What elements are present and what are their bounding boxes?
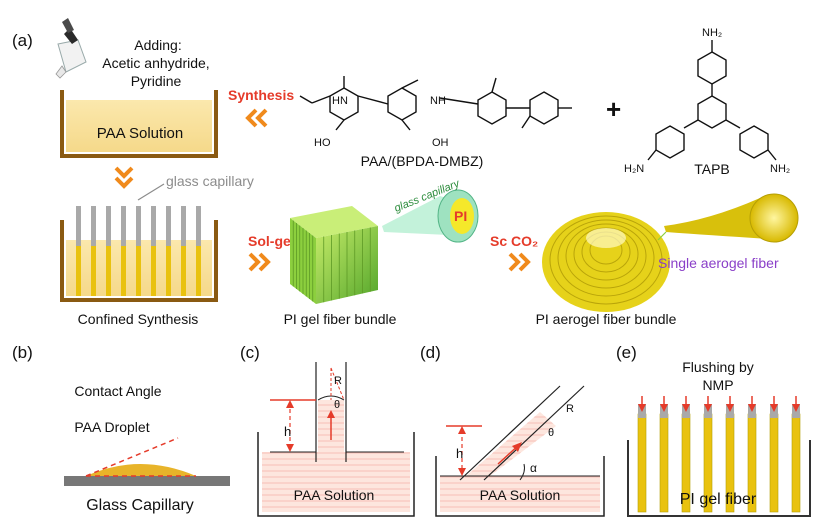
capillary-filled xyxy=(76,246,81,296)
d-h-label: h xyxy=(456,446,463,461)
h2n-label: H₂N xyxy=(624,163,644,175)
c-r-label: R xyxy=(334,375,342,387)
nh2-top-label: NH₂ xyxy=(702,27,722,39)
paa-solution-label: PAA Solution xyxy=(97,125,183,142)
c-theta-label: θ xyxy=(334,399,340,411)
panel-label-d: (d) xyxy=(420,343,441,362)
synthesis-arrow-icon xyxy=(245,108,268,128)
capillary-filled xyxy=(151,246,156,296)
hn-label: HN xyxy=(332,95,348,107)
flush-arrow-head xyxy=(792,404,800,412)
flush-arrow-head xyxy=(638,404,646,412)
dropper-bottle-icon xyxy=(55,18,87,79)
paa-structure xyxy=(299,76,572,131)
spiral-ring xyxy=(549,215,663,305)
confined-synthesis-label: Confined Synthesis xyxy=(78,311,199,327)
d-alpha-label: α xyxy=(530,461,537,475)
d-paa-solution-label: PAA Solution xyxy=(480,487,561,503)
spiral-ring xyxy=(565,223,647,289)
capillary-tube xyxy=(91,206,96,246)
flush-arrow-head xyxy=(660,404,668,412)
down-arrow-icon xyxy=(114,166,134,189)
tapb-label: TAPB xyxy=(694,161,730,177)
capillary-filled xyxy=(106,246,111,296)
sol-gel-label: Sol-gel xyxy=(248,233,295,249)
acetic-anhydride-label: Acetic anhydride, xyxy=(102,55,209,71)
capillary-tube xyxy=(136,206,141,246)
capillary-filled xyxy=(136,246,141,296)
glass-capillary-b-label: Glass Capillary xyxy=(86,497,194,514)
c-h-label: h xyxy=(284,424,291,439)
flush-arrow-head xyxy=(726,404,734,412)
capillary-filled xyxy=(166,246,171,296)
spiral-ring xyxy=(557,219,655,297)
tapb-structure xyxy=(647,40,777,161)
nmp-label: NMP xyxy=(702,377,733,393)
pi-gel-fiber-label: PI gel fiber xyxy=(680,491,757,508)
plus-sign: + xyxy=(606,94,621,124)
paa-solution-beaker xyxy=(60,90,218,158)
capillary-tube xyxy=(181,206,186,246)
adding-label: Adding: xyxy=(134,37,181,53)
confined-synthesis-beaker xyxy=(60,206,218,302)
ho-label: HO xyxy=(314,137,331,149)
capillary-tube xyxy=(76,206,81,246)
flush-arrow-head xyxy=(770,404,778,412)
sc-co2-label: Sc CO₂ xyxy=(490,233,538,249)
pi-gel-fiber-bundle xyxy=(290,206,378,304)
paa-droplet-label: PAA Droplet xyxy=(74,419,149,435)
contact-angle-label: Contact Angle xyxy=(74,383,161,399)
capillary-tube xyxy=(166,206,171,246)
flushing-diagram xyxy=(627,396,811,517)
panel-label-b: (b) xyxy=(12,343,33,362)
capillary-pointer xyxy=(137,183,165,201)
panel-label-a: (a) xyxy=(12,31,33,50)
pyridine-label: Pyridine xyxy=(131,73,182,89)
flushing-label: Flushing by xyxy=(682,359,754,375)
flush-arrow-head xyxy=(748,404,756,412)
gel-fiber-tube xyxy=(791,413,801,513)
vertical-capillary-diagram xyxy=(257,362,415,517)
single-aerogel-fiber xyxy=(657,193,799,243)
gel-bundle-label: PI gel fiber bundle xyxy=(284,311,397,327)
panel-label-e: (e) xyxy=(616,343,637,362)
gel-fiber-tube xyxy=(659,413,669,513)
nh2-right-label: NH₂ xyxy=(770,163,790,175)
synthesis-label: Synthesis xyxy=(228,87,294,103)
glass-capillary-label: glass capillary xyxy=(166,173,254,189)
capillary-tube xyxy=(121,206,126,246)
capillary-filled xyxy=(181,246,186,296)
capillary-filled xyxy=(91,246,96,296)
sol-gel-arrow-icon xyxy=(248,252,271,272)
capillary-filled xyxy=(196,246,201,296)
pi-aerogel-fiber-bundle xyxy=(542,212,670,312)
pi-label: PI xyxy=(454,208,467,224)
flush-arrow-head xyxy=(682,404,690,412)
flush-arrow-head xyxy=(704,404,712,412)
panel-label-c: (c) xyxy=(240,343,260,362)
aerogel-bundle-label: PI aerogel fiber bundle xyxy=(536,311,677,327)
oh-label: OH xyxy=(432,137,449,149)
paa-formula-label: PAA/(BPDA-DMBZ) xyxy=(361,153,484,169)
single-fiber-label: Single aerogel fiber xyxy=(658,255,779,271)
capillary-tube xyxy=(196,206,201,246)
nh-label: NH xyxy=(430,95,446,107)
gel-fiber-tube xyxy=(769,413,779,513)
capillary-tube xyxy=(151,206,156,246)
capillary-filled xyxy=(121,246,126,296)
d-theta-label: θ xyxy=(548,427,554,439)
sc-co2-arrow-icon xyxy=(508,252,531,272)
droplet-diagram xyxy=(64,437,230,486)
d-r-label: R xyxy=(566,403,574,415)
capillary-tube xyxy=(106,206,111,246)
tilted-capillary-diagram xyxy=(435,385,605,517)
c-paa-solution-label: PAA Solution xyxy=(294,487,375,503)
capillary-cone xyxy=(382,189,479,243)
gel-fiber-tube xyxy=(637,413,647,513)
